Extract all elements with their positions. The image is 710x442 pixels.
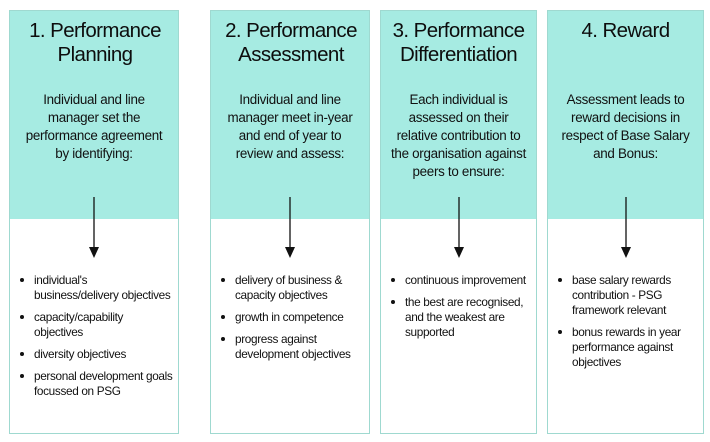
bullet-list: individual's business/delivery objective…	[16, 273, 174, 406]
list-item: diversity objectives	[16, 347, 174, 362]
list-item: continuous improvement	[387, 273, 532, 288]
down-arrow-icon	[285, 197, 295, 258]
bullet-list: continuous improvement the best are reco…	[387, 273, 532, 347]
column-performance-differentiation: 3. Performance Differentiation Each indi…	[380, 10, 537, 434]
down-arrow-icon	[620, 197, 631, 258]
bullet-list: delivery of business & capacity objectiv…	[217, 273, 365, 369]
column-title: 4. Reward	[581, 19, 670, 42]
column-header: 2. Performance Assessment Individual and…	[211, 11, 369, 219]
down-arrow-icon	[89, 197, 99, 258]
column-header: 4. Reward Assessment leads to reward dec…	[548, 11, 703, 219]
column-description: Individual and line manager set the perf…	[25, 92, 163, 161]
column-reward: 4. Reward Assessment leads to reward dec…	[547, 10, 704, 434]
list-item: personal development goals focussed on P…	[16, 369, 174, 399]
list-item: delivery of business & capacity objectiv…	[217, 273, 365, 303]
list-item: base salary rewards contribution - PSG f…	[554, 273, 699, 318]
list-item: growth in competence	[217, 310, 365, 325]
column-title: 1. Performance Planning	[29, 19, 161, 66]
list-item: individual's business/delivery objective…	[16, 273, 174, 303]
column-title: 2. Performance Assessment	[225, 19, 357, 66]
bullet-list: base salary rewards contribution - PSG f…	[554, 273, 699, 377]
column-performance-assessment: 2. Performance Assessment Individual and…	[210, 10, 370, 434]
list-item: progress against development objectives	[217, 332, 365, 362]
column-header: 3. Performance Differentiation Each indi…	[381, 11, 536, 219]
column-description: Assessment leads to reward decisions in …	[561, 92, 690, 161]
column-description: Individual and line manager meet in-year…	[227, 92, 353, 161]
list-item: capacity/capability objectives	[16, 310, 174, 340]
down-arrow-icon	[453, 197, 464, 258]
list-item: the best are recognised, and the weakest…	[387, 295, 532, 340]
column-performance-planning: 1. Performance Planning Individual and l…	[9, 10, 179, 434]
column-title: 3. Performance Differentiation	[392, 19, 525, 66]
column-header: 1. Performance Planning Individual and l…	[10, 11, 178, 219]
column-description: Each individual is assessed on their rel…	[391, 92, 526, 179]
list-item: bonus rewards in year performance agains…	[554, 325, 699, 370]
